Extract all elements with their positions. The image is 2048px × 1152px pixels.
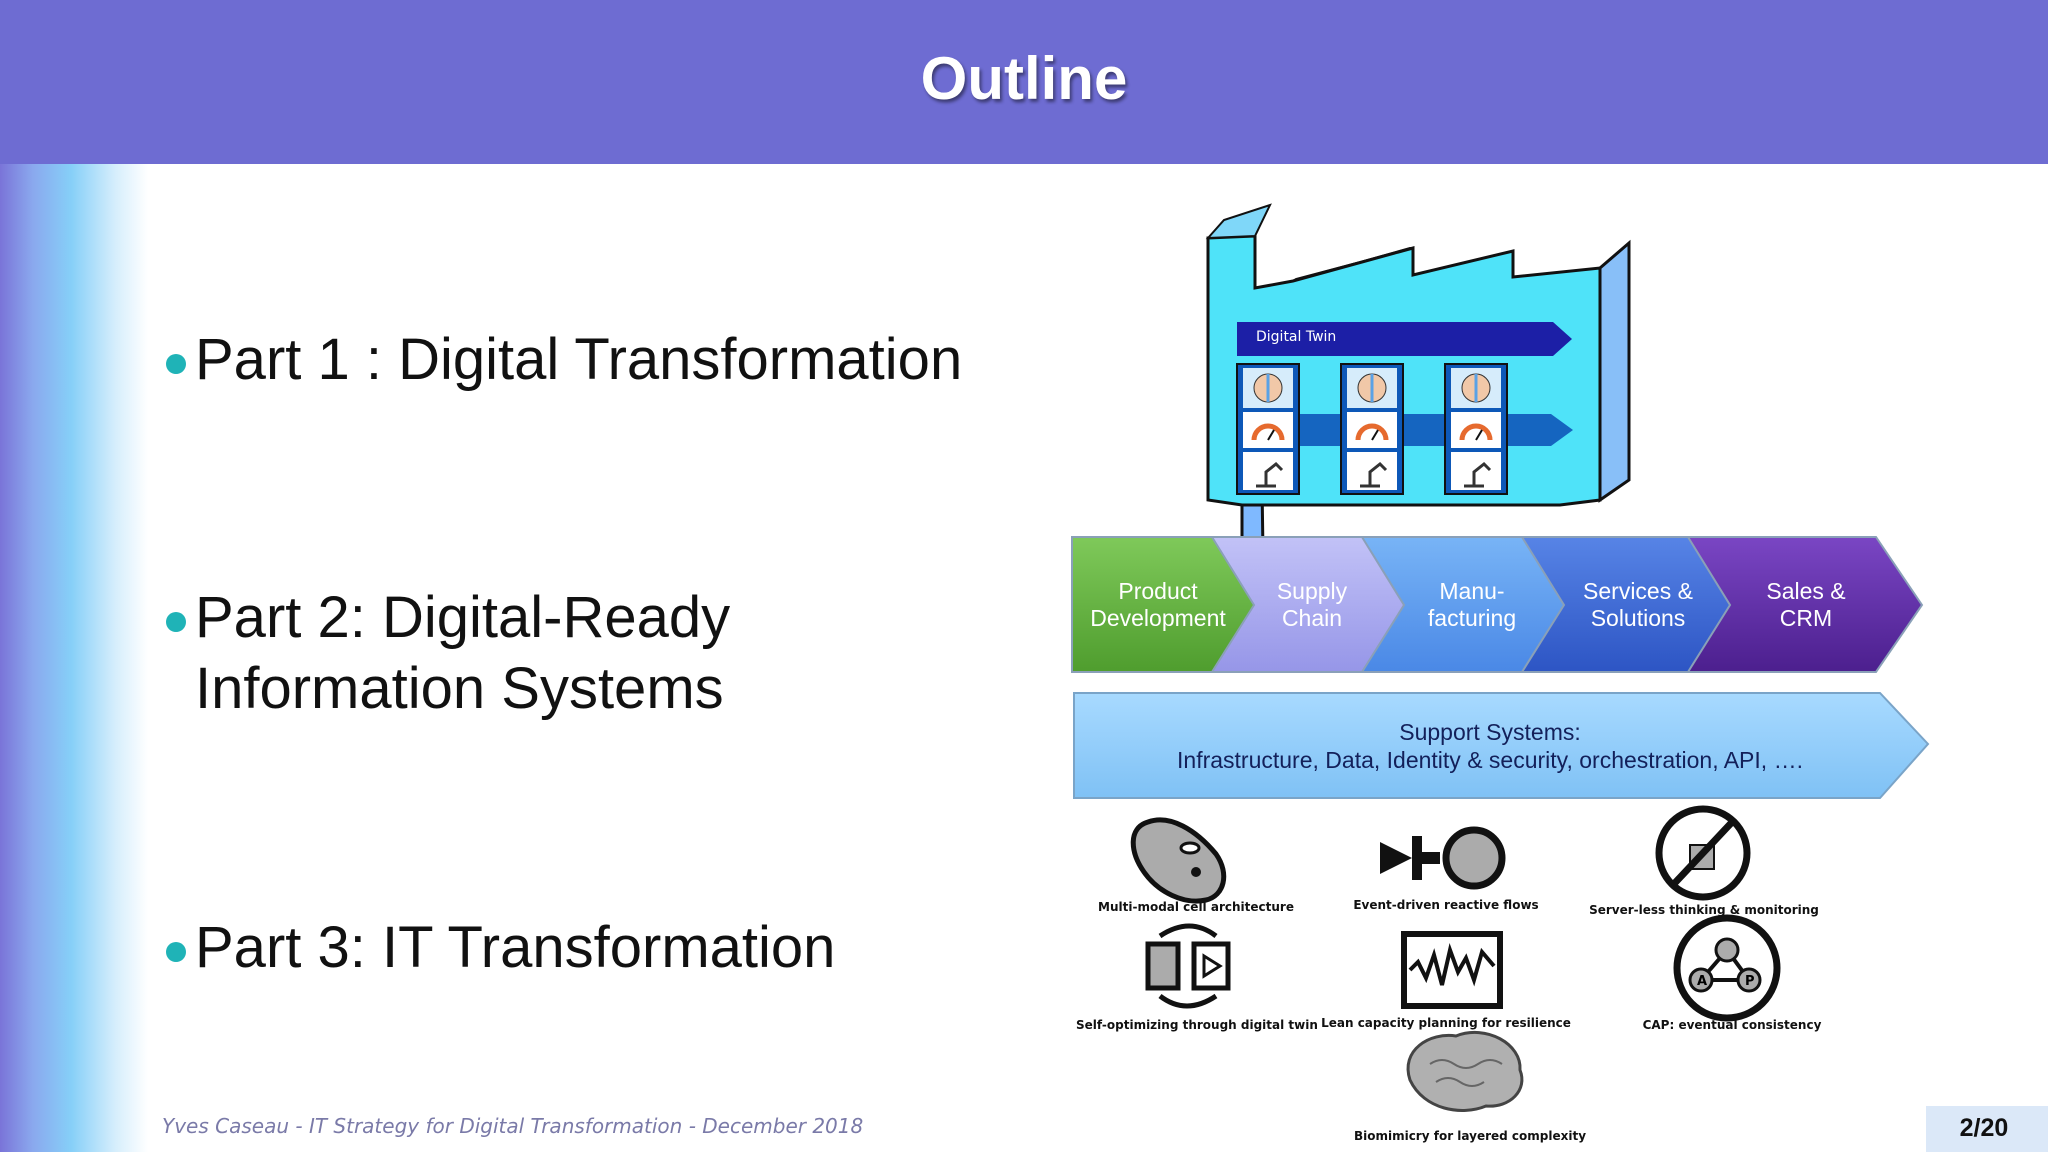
- side-gradient-bar: [0, 164, 148, 1152]
- brain-icon: [1406, 1030, 1524, 1112]
- part-2-label-line1: Part 2: Digital-Ready: [195, 585, 731, 650]
- bullet-dot: [166, 354, 186, 374]
- cell-icon: [1130, 817, 1227, 904]
- value-chain-label-supply-chain: Supply Chain: [1252, 578, 1372, 632]
- cap-icon: A P: [1673, 914, 1781, 1022]
- label-line: Services &: [1583, 578, 1693, 604]
- label-line: Chain: [1281, 605, 1343, 631]
- twin-tile-column: [1347, 368, 1397, 490]
- label-line: Solutions: [1590, 605, 1686, 631]
- support-systems-label: Support Systems: Infrastructure, Data, I…: [1080, 718, 1900, 774]
- value-chain-label-sales-crm: Sales & CRM: [1736, 578, 1876, 632]
- header-bar: [0, 0, 2048, 164]
- svg-text:A: A: [1697, 974, 1707, 989]
- page-number-box: [1926, 1106, 2048, 1152]
- label-line: Sales &: [1766, 578, 1846, 604]
- bullet-dot: [166, 612, 186, 632]
- no-server-icon: [1655, 805, 1751, 901]
- footer-text: Yves Caseau - IT Strategy for Digital Tr…: [162, 1114, 864, 1138]
- slide-title: Outline: [920, 45, 1128, 112]
- factory-graphic: Digital Twin: [1205, 203, 1631, 622]
- value-chain-label-manufacturing: Manu- facturing: [1404, 578, 1540, 632]
- digital-twin-banner: [1237, 322, 1572, 356]
- label-line: CRM: [1779, 605, 1833, 631]
- support-systems-arrow: [1073, 692, 1930, 799]
- capacity-chart-icon: [1401, 931, 1503, 1009]
- principle-caption: Self-optimizing through digital twin: [1076, 1018, 1318, 1032]
- principle-caption: Event-driven reactive flows: [1353, 898, 1539, 912]
- part-1-label: Part 1 : Digital Transformation: [195, 327, 963, 392]
- principle-caption: Server-less thinking & monitoring: [1589, 903, 1819, 917]
- label-line: facturing: [1427, 605, 1517, 631]
- chevron-sales-crm: [1686, 536, 1924, 673]
- principle-caption: CAP: eventual consistency: [1642, 1018, 1822, 1032]
- part-3-label: Part 3: IT Transformation: [195, 915, 836, 980]
- label-line: Product: [1118, 578, 1198, 604]
- value-chain-label-product-development: Product Development: [1078, 578, 1238, 632]
- principle-caption: Multi-modal cell architecture: [1098, 900, 1294, 914]
- label-line: Development: [1090, 605, 1226, 631]
- bullet-dot: [166, 942, 186, 962]
- page-number: 2/20: [1959, 1114, 2009, 1142]
- event-flow-icon: [1380, 826, 1506, 890]
- twin-tile-column: [1451, 368, 1501, 490]
- twin-cycle-icon: [1145, 923, 1231, 1009]
- support-systems-items: Infrastructure, Data, Identity & securit…: [1177, 747, 1803, 773]
- svg-text:P: P: [1745, 974, 1755, 989]
- label-line: Manu-: [1439, 578, 1505, 604]
- value-chain: [1071, 536, 1924, 673]
- principle-caption: Lean capacity planning for resilience: [1321, 1016, 1571, 1030]
- digital-twin-label: Digital Twin: [1256, 329, 1336, 345]
- twin-tile-column: [1243, 368, 1293, 490]
- value-chain-label-services-solutions: Services & Solutions: [1566, 578, 1710, 632]
- label-line: Supply: [1276, 578, 1348, 604]
- principle-caption: Biomimicry for layered complexity: [1353, 1129, 1587, 1143]
- part-2-label-line2: Information Systems: [195, 656, 724, 721]
- support-systems-title: Support Systems:: [1399, 719, 1581, 745]
